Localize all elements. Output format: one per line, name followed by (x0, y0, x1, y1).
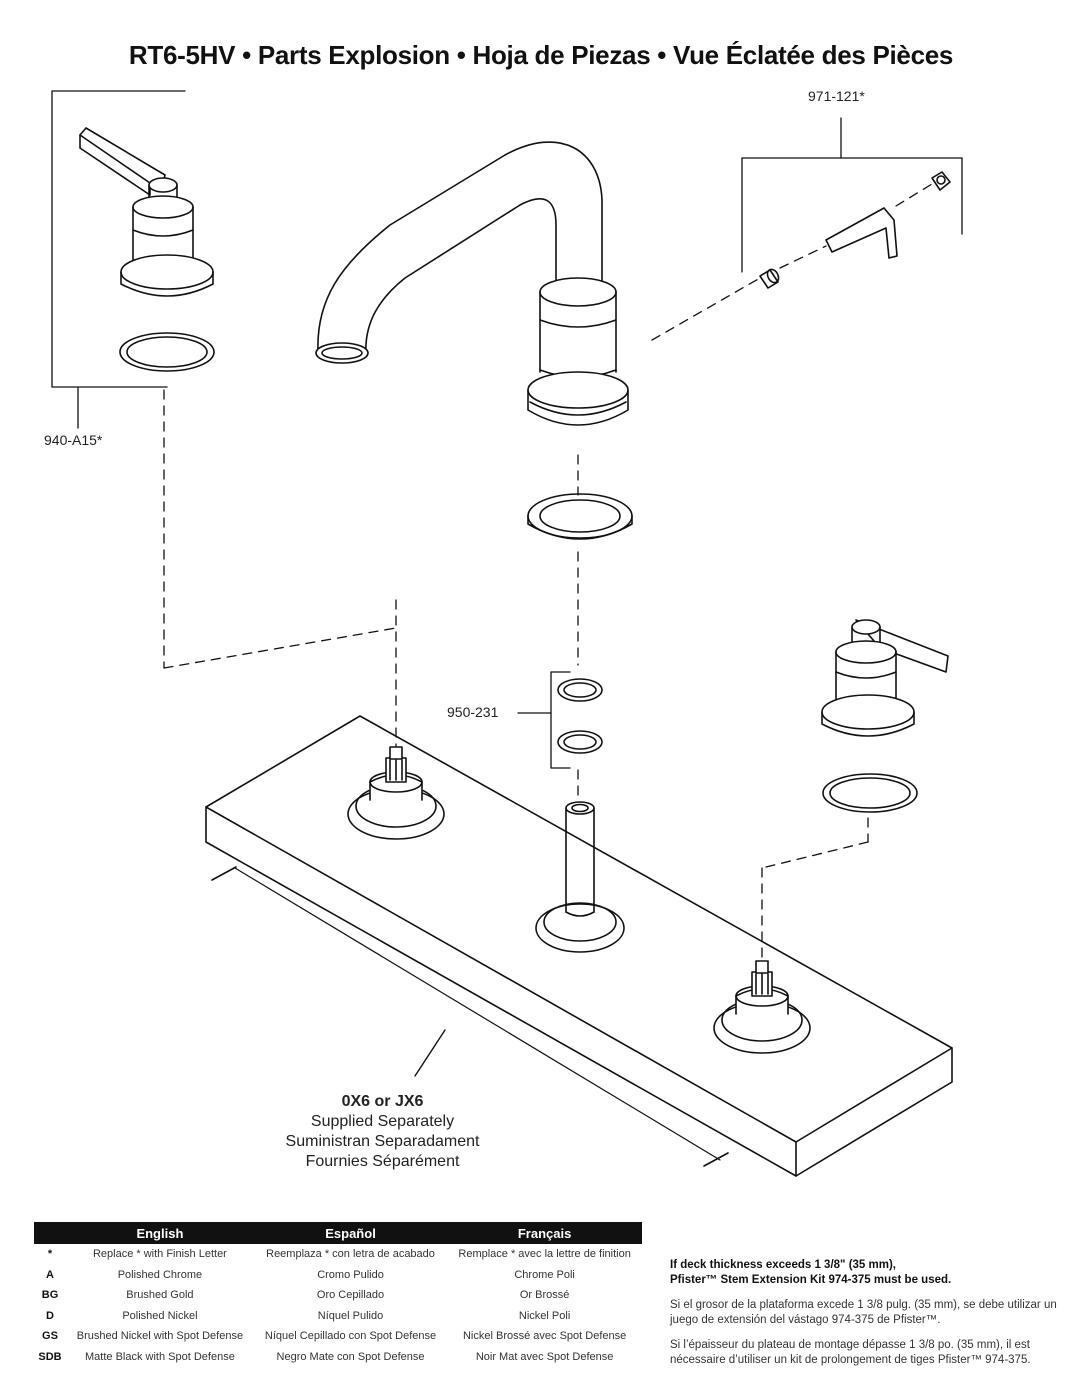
note-en-line1: If deck thickness exceeds 1 3/8" (35 mm)… (670, 1259, 896, 1271)
header-code (34, 1222, 66, 1244)
finish-code: D (46, 1309, 54, 1322)
handle-left (79, 127, 214, 297)
page-title: RT6-5HV • Parts Explosion • Hoja de Piez… (128, 40, 954, 70)
finish-en: Polished Chrome (117, 1268, 203, 1281)
valve-code: 0X6 or JX6 (341, 1093, 424, 1110)
callout-971-121: 971-121* (808, 88, 865, 104)
supplied-en: Supplied Separately (310, 1113, 455, 1130)
bracket-971-121 (741, 117, 963, 273)
table-row: D Polished Nickel Níquel Pulido Nickel P… (34, 1306, 642, 1327)
finish-code: GS (42, 1330, 58, 1343)
finish-fr: Remplace * avec la lettre de finition (458, 1248, 631, 1261)
finish-es: Níquel Pulido (317, 1309, 384, 1322)
callout-940-A15: 940-A15* (44, 432, 103, 448)
hex-wrench (825, 207, 898, 259)
finish-es: Níquel Cepillado con Spot Defense (264, 1330, 437, 1343)
finish-es: Reemplaza * con letra de acabado (266, 1248, 435, 1261)
finish-es: Oro Cepillado (316, 1289, 385, 1302)
finish-fr: Nickel Poli (518, 1309, 571, 1322)
finish-code: SDB (38, 1350, 62, 1363)
valve-left (347, 746, 445, 840)
callout-950-231: 950-231 (447, 704, 499, 720)
bracket-940-A15 (51, 90, 186, 429)
table-row: SDB Matte Black with Spot Defense Negro … (34, 1347, 642, 1368)
table-row: BG Brushed Gold Oro Cepillado Or Brossé (34, 1285, 642, 1306)
escutcheon-gasket-right (822, 773, 918, 813)
handle-right (821, 619, 949, 737)
finish-fr: Chrome Poli (514, 1268, 575, 1281)
header-espanol: Español (253, 1222, 448, 1244)
finish-es: Cromo Pulido (317, 1268, 384, 1281)
finish-fr: Noir Mat avec Spot Defense (475, 1350, 614, 1363)
stem-extension-note-en: If deck thickness exceeds 1 3/8" (35 mm)… (670, 1258, 1065, 1288)
spout-shank (535, 801, 625, 953)
spout-gasket (527, 493, 633, 540)
o-ring-lower (557, 730, 603, 754)
supplied-es: Suministran Separadament (285, 1133, 480, 1150)
finish-en: Polished Nickel (122, 1309, 198, 1322)
stem-extension-note-fr: Si l’épaisseur du plateau de montage dép… (670, 1339, 1031, 1366)
set-screw (759, 268, 780, 289)
note-en-line2: Pfister™ Stem Extension Kit 974-375 must… (670, 1274, 952, 1286)
assembly-lines (163, 183, 933, 961)
stem-extension-note-es: Si el grosor de la plataforma excede 1 3… (670, 1299, 1057, 1326)
header-english: English (66, 1222, 254, 1244)
escutcheon-gasket-left (119, 332, 215, 372)
finish-code: BG (41, 1289, 59, 1302)
finish-en: Brushed Gold (126, 1289, 194, 1302)
finish-code: A (46, 1268, 54, 1281)
finish-en: Brushed Nickel with Spot Defense (76, 1330, 244, 1343)
finish-es: Negro Mate con Spot Defense (276, 1350, 425, 1363)
spout (315, 141, 629, 426)
header-francais: Français (447, 1222, 642, 1244)
finish-table: English Español Français * Replace * wit… (34, 1222, 642, 1367)
finish-fr: Or Brossé (519, 1289, 570, 1302)
finish-fr: Nickel Brossé avec Spot Defense (462, 1330, 627, 1343)
valve-right (713, 960, 811, 1054)
table-row: A Polished Chrome Cromo Pulido Chrome Po… (34, 1265, 642, 1286)
aerator-cap (931, 171, 951, 191)
table-row: * Replace * with Finish Letter Reemplaza… (34, 1244, 642, 1265)
supplied-separately-note: 0X6 or JX6 Supplied Separately Suministr… (260, 1092, 505, 1172)
bracket-950-231 (517, 671, 571, 769)
finish-table-header: English Español Français (34, 1222, 642, 1244)
supplied-fr: Fournies Séparément (305, 1153, 460, 1170)
finish-en: Replace * with Finish Letter (92, 1248, 227, 1261)
o-ring-upper (557, 678, 603, 702)
finish-code: * (47, 1248, 53, 1261)
table-row: GS Brushed Nickel with Spot Defense Níqu… (34, 1326, 642, 1347)
finish-en: Matte Black with Spot Defense (85, 1350, 235, 1363)
